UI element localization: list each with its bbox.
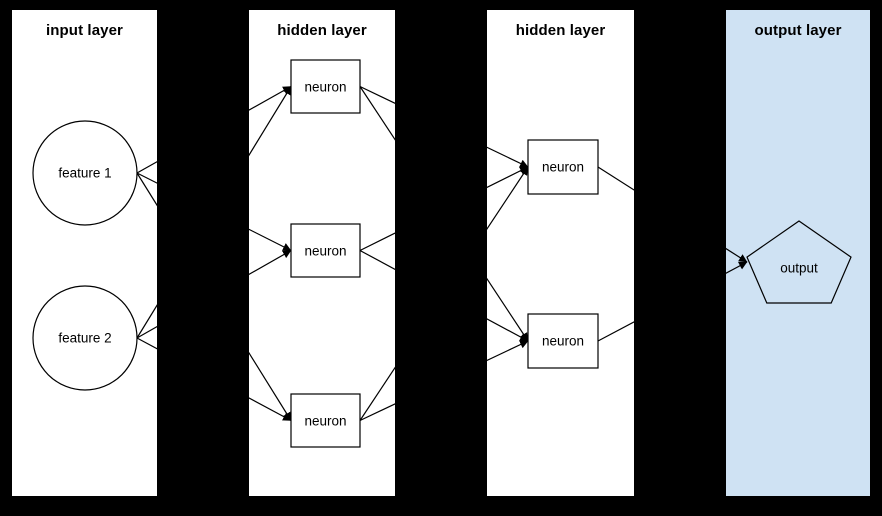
- node-label-hidden1-neuron-3: neuron: [304, 413, 347, 428]
- node-label-hidden1-neuron-1: neuron: [304, 79, 347, 94]
- node-label-hidden2-neuron-2: neuron: [541, 333, 585, 349]
- layer-panel-hidden-layer-2[interactable]: hidden layer neuron neuron: [487, 10, 634, 496]
- layer-title-hidden-layer-2: hidden layer: [515, 22, 606, 39]
- node-shapes-hidden-layer-2: [527, 139, 599, 369]
- node-label-hidden2-neuron-1: neuron: [541, 159, 585, 175]
- layer-title-input-layer: input layer: [46, 22, 123, 39]
- node-label-output-node: output: [780, 260, 818, 276]
- layer-panel-input-layer[interactable]: input layer feature 1 feature 2: [12, 10, 157, 496]
- layer-panel-output-layer[interactable]: output layer output: [726, 10, 870, 496]
- layer-title-output-layer: output layer: [754, 22, 842, 39]
- node-shapes-input-layer: [32, 120, 138, 391]
- node-label-hidden1-neuron-2: neuron: [304, 243, 347, 258]
- node-label-feature-2: feature 2: [58, 330, 112, 346]
- node-shapes-output-layer: [746, 220, 852, 304]
- layer-title-hidden-layer-1: hidden layer: [277, 22, 367, 39]
- layer-panel-hidden-layer-1[interactable]: hidden layer neuron neuron neuron: [249, 10, 395, 496]
- node-label-feature-1: feature 1: [58, 165, 112, 181]
